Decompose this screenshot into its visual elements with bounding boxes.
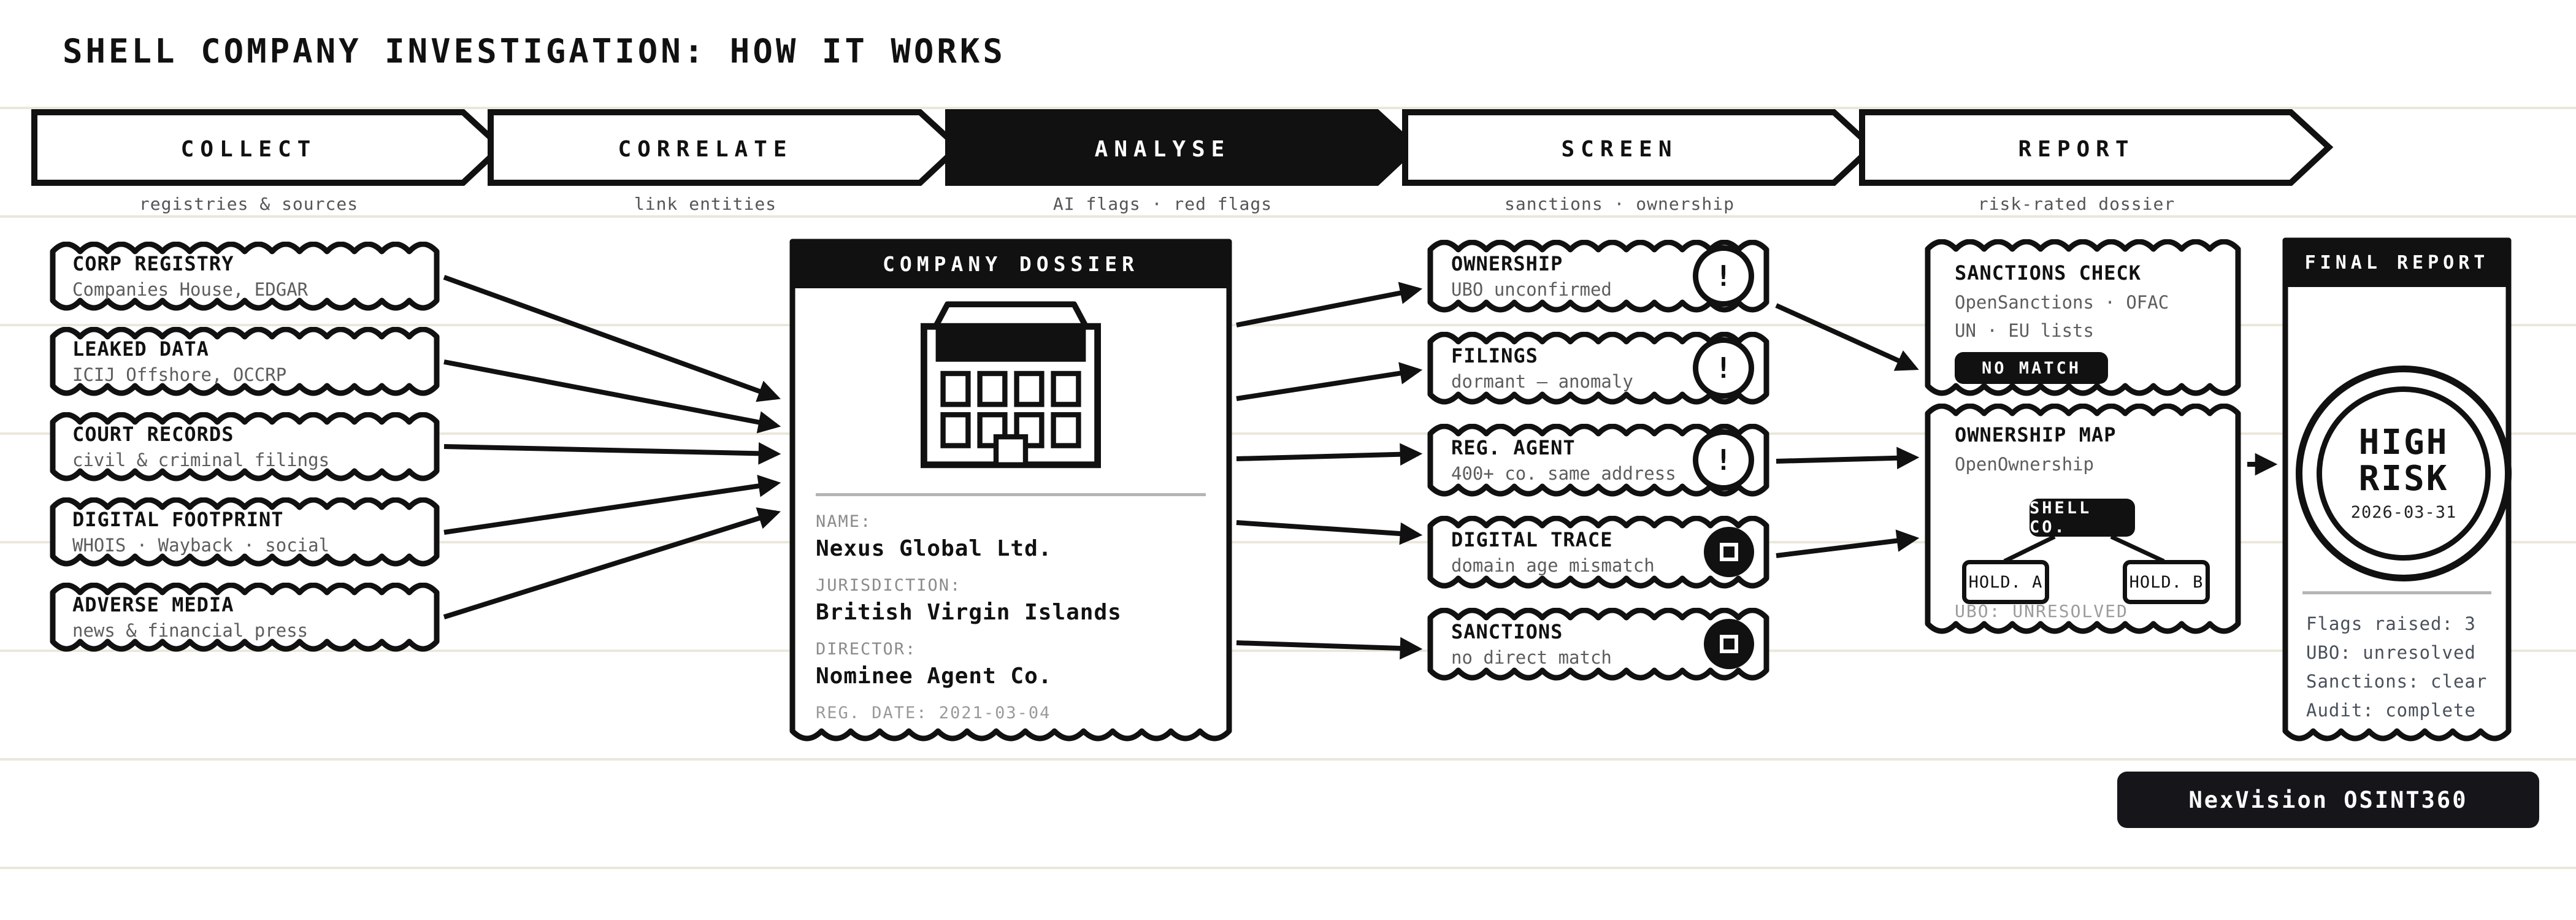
ownership-map-box: OWNERSHIP MAP OpenOwnership SHELL CO. HO… bbox=[1924, 404, 2242, 634]
report-stat-flags: Flags raised: 3 bbox=[2306, 613, 2476, 634]
source-box-court-records: COURT RECORDS civil & criminal filings bbox=[49, 412, 440, 481]
stage-sub-correlate: link entities bbox=[634, 193, 777, 214]
stage-analyse: ANALYSE bbox=[1094, 136, 1231, 162]
dot-square-icon bbox=[1704, 527, 1754, 577]
flag-subtitle: UBO unconfirmed bbox=[1451, 279, 1612, 300]
source-subtitle: WHOIS · Wayback · social bbox=[72, 535, 330, 556]
pipeline-chevrons bbox=[31, 109, 2334, 186]
dossier-divider bbox=[816, 493, 1206, 496]
flag-subtitle: 400+ co. same address bbox=[1451, 463, 1676, 484]
source-title: LEAKED DATA bbox=[72, 337, 209, 361]
source-subtitle: civil & criminal filings bbox=[72, 450, 330, 470]
flag-box-filings: FILINGS dormant — anomaly ! bbox=[1427, 332, 1770, 405]
flag-title: OWNERSHIP bbox=[1451, 252, 1563, 275]
risk-stamp-icon: HIGH RISK 2026-03-31 bbox=[2296, 366, 2512, 581]
sanctions-check-box: SANCTIONS CHECK OpenSanctions · OFAC UN … bbox=[1924, 239, 2242, 396]
stage-shape-analyse bbox=[945, 109, 1420, 186]
alert-icon: ! bbox=[1693, 337, 1754, 399]
dossier-director-value: Nominee Agent Co. bbox=[816, 664, 1052, 689]
dossier-name-label: NAME: bbox=[816, 512, 872, 531]
sanctions-check-title: SANCTIONS CHECK bbox=[1955, 261, 2141, 285]
stage-sub-report: risk-rated dossier bbox=[1977, 193, 2175, 214]
flag-title: FILINGS bbox=[1451, 344, 1538, 367]
ruled-line bbox=[0, 107, 2576, 109]
dossier-director-label: DIRECTOR: bbox=[816, 640, 917, 659]
building-icon bbox=[816, 299, 1206, 477]
alert-icon: ! bbox=[1693, 429, 1754, 491]
final-report-header: FINAL REPORT bbox=[2284, 238, 2510, 287]
report-stat-audit: Audit: complete bbox=[2306, 700, 2476, 721]
flag-subtitle: domain age mismatch bbox=[1451, 555, 1655, 576]
dossier-jurisdiction-label: JURISDICTION: bbox=[816, 576, 962, 595]
source-subtitle: ICIJ Offshore, OCCRP bbox=[72, 364, 287, 385]
flag-subtitle: no direct match bbox=[1451, 647, 1612, 668]
stage-shape-collect bbox=[31, 109, 506, 186]
source-box-leaked-data: LEAKED DATA ICIJ Offshore, OCCRP bbox=[49, 327, 440, 396]
stage-shape-report bbox=[1859, 109, 2334, 186]
stamp-date: 2026-03-31 bbox=[2350, 503, 2457, 523]
dossier-header: COMPANY DOSSIER bbox=[791, 239, 1230, 288]
ruled-line bbox=[0, 215, 2576, 218]
stage-correlate: CORRELATE bbox=[618, 136, 793, 162]
source-subtitle: news & financial press bbox=[72, 620, 309, 641]
no-match-badge: NO MATCH bbox=[1955, 352, 2108, 384]
ownership-map-title: OWNERSHIP MAP bbox=[1955, 423, 2117, 447]
source-title: CORP REGISTRY bbox=[72, 252, 234, 275]
page-title: SHELL COMPANY INVESTIGATION: HOW IT WORK… bbox=[63, 32, 1006, 71]
ubo-unresolved-note: UBO: UNRESOLVED bbox=[1955, 601, 2128, 621]
source-box-corp-registry: CORP REGISTRY Companies House, EDGAR bbox=[49, 242, 440, 311]
source-title: DIGITAL FOOTPRINT bbox=[72, 508, 284, 531]
holding-b-node: HOLD. B bbox=[2123, 560, 2210, 604]
stage-report: REPORT bbox=[2018, 136, 2135, 162]
ruled-line bbox=[0, 758, 2576, 761]
source-box-digital-footprint: DIGITAL FOOTPRINT WHOIS · Wayback · soci… bbox=[49, 497, 440, 567]
flag-title: REG. AGENT bbox=[1451, 436, 1576, 459]
report-divider bbox=[2302, 591, 2491, 594]
stage-shape-correlate bbox=[488, 109, 963, 186]
report-stat-ubo: UBO: unresolved bbox=[2306, 642, 2476, 663]
stage-collect: COLLECT bbox=[180, 136, 317, 162]
stage-shape-screen bbox=[1402, 109, 1877, 186]
source-subtitle: Companies House, EDGAR bbox=[72, 279, 309, 300]
stage-sub-analyse: AI flags · red flags bbox=[1052, 193, 1273, 214]
holding-a-node: HOLD. A bbox=[1962, 560, 2049, 604]
dossier-name-value: Nexus Global Ltd. bbox=[816, 536, 1052, 561]
source-title: ADVERSE MEDIA bbox=[72, 593, 234, 616]
alert-icon: ! bbox=[1693, 245, 1754, 307]
dossier-reg-date: REG. DATE: 2021-03-04 bbox=[816, 703, 1051, 723]
flag-box-digital-trace: DIGITAL TRACE domain age mismatch bbox=[1427, 516, 1770, 589]
source-title: COURT RECORDS bbox=[72, 423, 234, 446]
ruled-line bbox=[0, 432, 2576, 435]
stamp-risk: RISK bbox=[2358, 458, 2449, 499]
flag-box-reg-agent: REG. AGENT 400+ co. same address ! bbox=[1427, 424, 1770, 497]
sanctions-check-line1: OpenSanctions · OFAC bbox=[1955, 292, 2169, 313]
ruled-line bbox=[0, 541, 2576, 543]
company-dossier-card: COMPANY DOSSIER NA bbox=[789, 238, 1233, 742]
source-box-adverse-media: ADVERSE MEDIA news & financial press bbox=[49, 583, 440, 652]
flag-subtitle: dormant — anomaly bbox=[1451, 371, 1633, 392]
dossier-jurisdiction-value: British Virgin Islands bbox=[816, 600, 1122, 625]
stamp-high: HIGH bbox=[2358, 422, 2449, 462]
ruled-line bbox=[0, 867, 2576, 869]
sanctions-check-line2: UN · EU lists bbox=[1955, 320, 2094, 341]
branding-badge: NexVision OSINT360 bbox=[2117, 772, 2539, 828]
report-stat-sanctions: Sanctions: clear bbox=[2306, 671, 2488, 692]
ownership-map-subtitle: OpenOwnership bbox=[1955, 454, 2094, 475]
flag-box-sanctions: SANCTIONS no direct match bbox=[1427, 608, 1770, 681]
flag-title: DIGITAL TRACE bbox=[1451, 528, 1613, 551]
stage-sub-screen: sanctions · ownership bbox=[1504, 193, 1735, 214]
shell-co-node: SHELL CO. bbox=[2030, 499, 2135, 537]
stage-screen: SCREEN bbox=[1561, 136, 1678, 162]
stage-sub-collect: registries & sources bbox=[139, 193, 359, 214]
dot-square-icon bbox=[1704, 619, 1754, 669]
final-report-card: FINAL REPORT HIGH RISK 2026-03-31 Flags … bbox=[2282, 237, 2512, 742]
flag-box-ownership: OWNERSHIP UBO unconfirmed ! bbox=[1427, 240, 1770, 313]
flag-title: SANCTIONS bbox=[1451, 620, 1563, 643]
